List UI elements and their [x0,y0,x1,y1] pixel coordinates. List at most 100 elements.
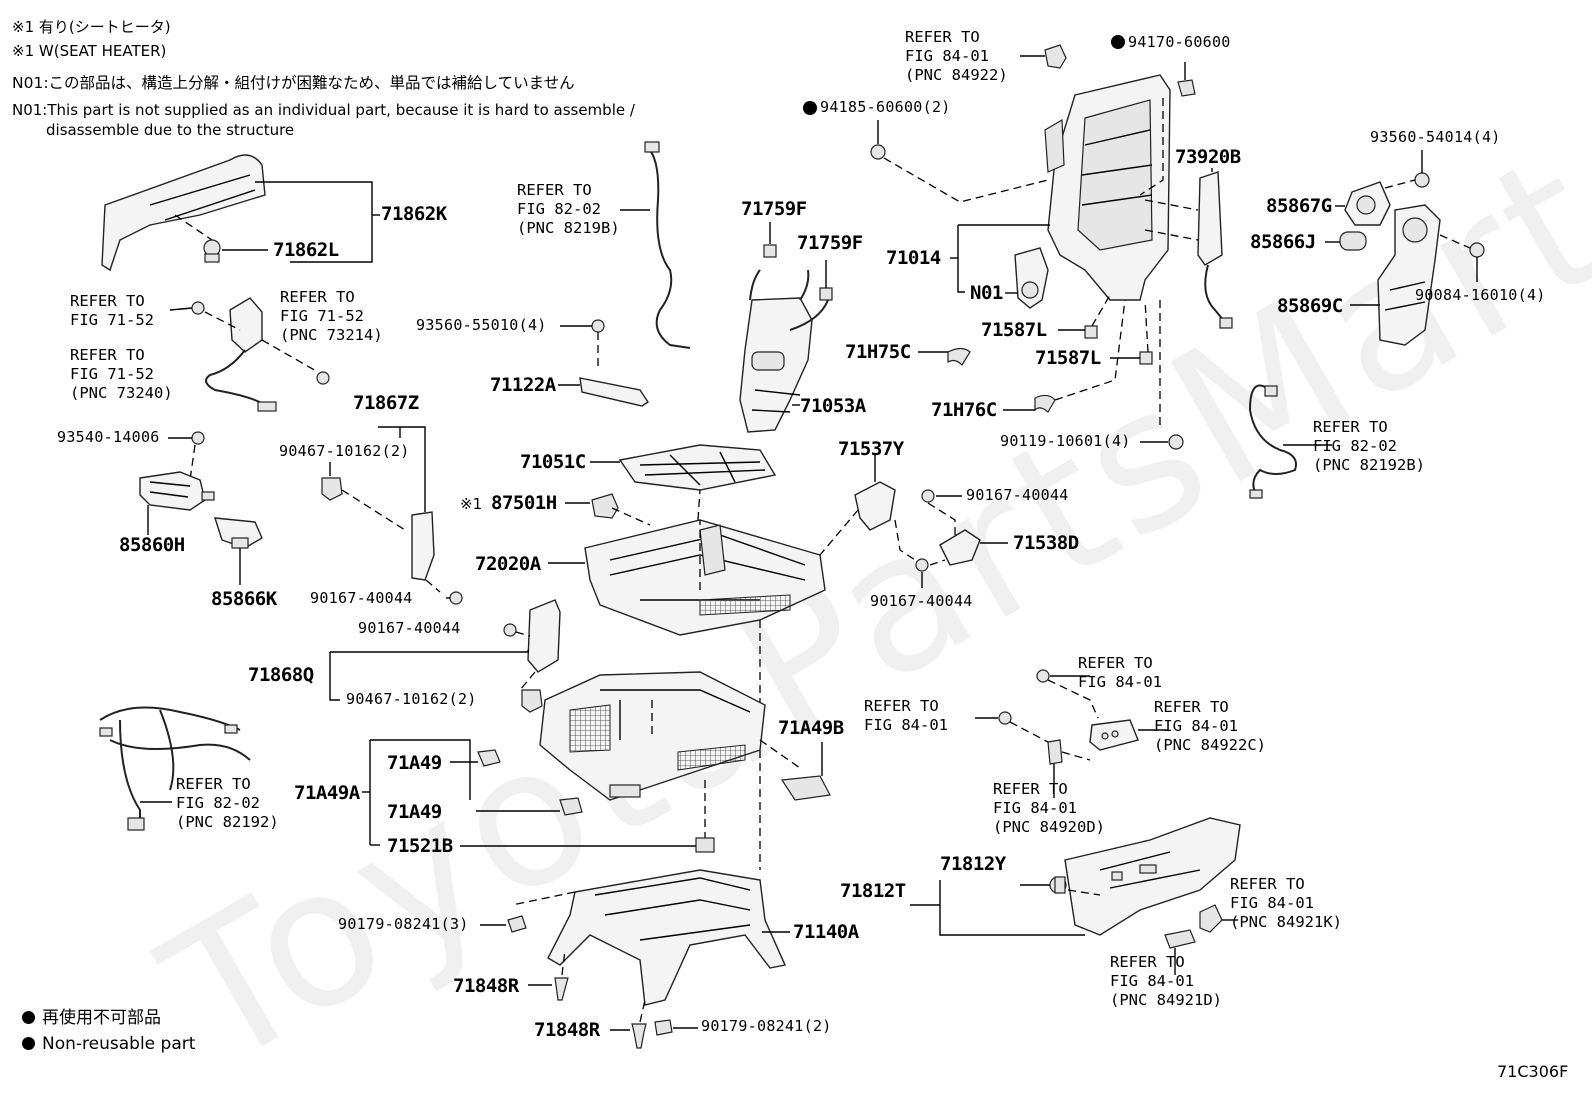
part-number[interactable]: 71862L [273,239,339,261]
part-number[interactable]: 71812T [840,880,906,902]
bracket-71537Y [854,481,896,531]
lower-cover-71A49A [539,671,766,801]
bezel-85867G [1344,181,1391,226]
airbag-73920B [1197,171,1233,329]
seat-spring-71051C [618,444,777,491]
part-number[interactable]: 71759F [741,198,807,220]
part-number[interactable]: 90119-10601(4) [1000,432,1131,450]
seat-adjuster-72020A [584,519,826,636]
note-jp-heater: ※1 有り(シートヒータ) [12,18,171,36]
part-number[interactable]: 71587L [1035,347,1101,369]
part-number[interactable]: 85860H [119,534,185,556]
part-number[interactable]: 90167-40044 [358,619,461,637]
part-number[interactable]: 90179-08241(2) [701,1017,832,1035]
bolt-71848R-a [554,977,569,1001]
part-number[interactable]: 71587L [981,319,1047,341]
switch-85860H [139,471,215,511]
part-number[interactable]: 71A49A [294,782,360,804]
part-number[interactable]: 71812Y [940,853,1006,875]
part-number[interactable]: 71H75C [845,341,911,363]
part-number[interactable]: N01 [970,282,1003,304]
figure-code: 71C306F [1497,1062,1569,1081]
connector-84922 [1044,44,1067,69]
screw-84-01-b [998,711,1012,725]
pad-84921K [1199,904,1223,933]
part-number[interactable]: 71521B [387,835,453,857]
part-number[interactable]: 85867G [1266,195,1332,217]
part-number[interactable]: 71759F [797,232,863,254]
part-number[interactable]: 85869C [1277,295,1343,317]
part-number[interactable]: 90179-08241(3) [338,915,469,933]
nut-94170 [1177,79,1196,97]
screw-84-01-a [1036,669,1050,683]
bolt-71848R-b [631,1023,647,1049]
part-number[interactable]: 73920B [1175,146,1241,168]
part-number[interactable]: 93560-54014(4) [1370,128,1501,146]
part-number[interactable]: 71051C [520,451,586,473]
part-number[interactable]: 71848R [534,1019,600,1041]
part-number[interactable]: 94170-60600 [1128,33,1231,51]
part-number[interactable]: 85866J [1250,231,1316,253]
part-number[interactable]: 71A49B [778,717,844,739]
bracket-71538D [939,529,981,566]
part-number[interactable]: 71140A [793,921,859,943]
part-number[interactable]: 71014 [886,247,941,269]
part-number[interactable]: 90167-40044 [310,589,413,607]
part-number[interactable]: 90467-10162(2) [279,442,410,460]
part-number[interactable]: 71848R [453,975,519,997]
pad-84921D [1164,929,1196,949]
part-number[interactable]: 90084-16010(4) [1415,286,1546,304]
switch-85866K [214,517,263,549]
part-number[interactable]: 71537Y [838,438,904,460]
clip-71759F-a [763,244,777,258]
part-number[interactable]: 93560-55010(4) [416,316,547,334]
part-number[interactable]: 72020A [475,553,541,575]
seat-side-cover-71862K [101,154,266,272]
part-number[interactable]: 71122A [490,374,556,396]
switch-84920D [1047,739,1063,765]
clip-90467 [321,477,343,501]
part-number[interactable]: 85866K [211,588,277,610]
part-number[interactable]: 87501H [491,492,557,514]
knob-85866J [1339,231,1367,251]
part-number[interactable]: 71053A [800,395,866,417]
part-number[interactable]: 71A49 [387,801,442,823]
part-number[interactable]: 90167-40044 [966,486,1069,504]
part-number[interactable]: 71868Q [248,664,314,686]
clip-71862L [203,239,221,263]
legend-jp: 再使用不可部品 [22,1010,161,1027]
part-number[interactable]: 90167-40044 [870,592,973,610]
nut-90179-a [507,915,527,933]
trim-panel-71867Z [411,511,435,581]
pad-71A49B [780,775,831,801]
part-number[interactable]: 71538D [1013,532,1079,554]
wire-harness-82192 [99,706,251,831]
part-number[interactable]: 94185-60600(2) [820,98,951,116]
pocket-85869C [1377,204,1441,346]
pad-71521B [695,837,715,853]
heater-mark: ※1 [460,495,483,513]
part-number[interactable]: 71H76C [931,399,997,421]
part-number[interactable]: 93540-14006 [57,428,160,446]
part-number[interactable]: 71867Z [353,392,419,414]
trim-71H76C [1034,394,1056,413]
note-en-n01-cont: disassemble due to the structure [46,121,295,139]
part-number[interactable]: 90467-10162(2) [346,690,477,708]
part-number[interactable]: 71A49 [387,752,442,774]
trim-panel-71868Q [527,599,561,673]
nut-94185 [870,144,886,160]
part-number[interactable]: 71862K [381,203,447,225]
